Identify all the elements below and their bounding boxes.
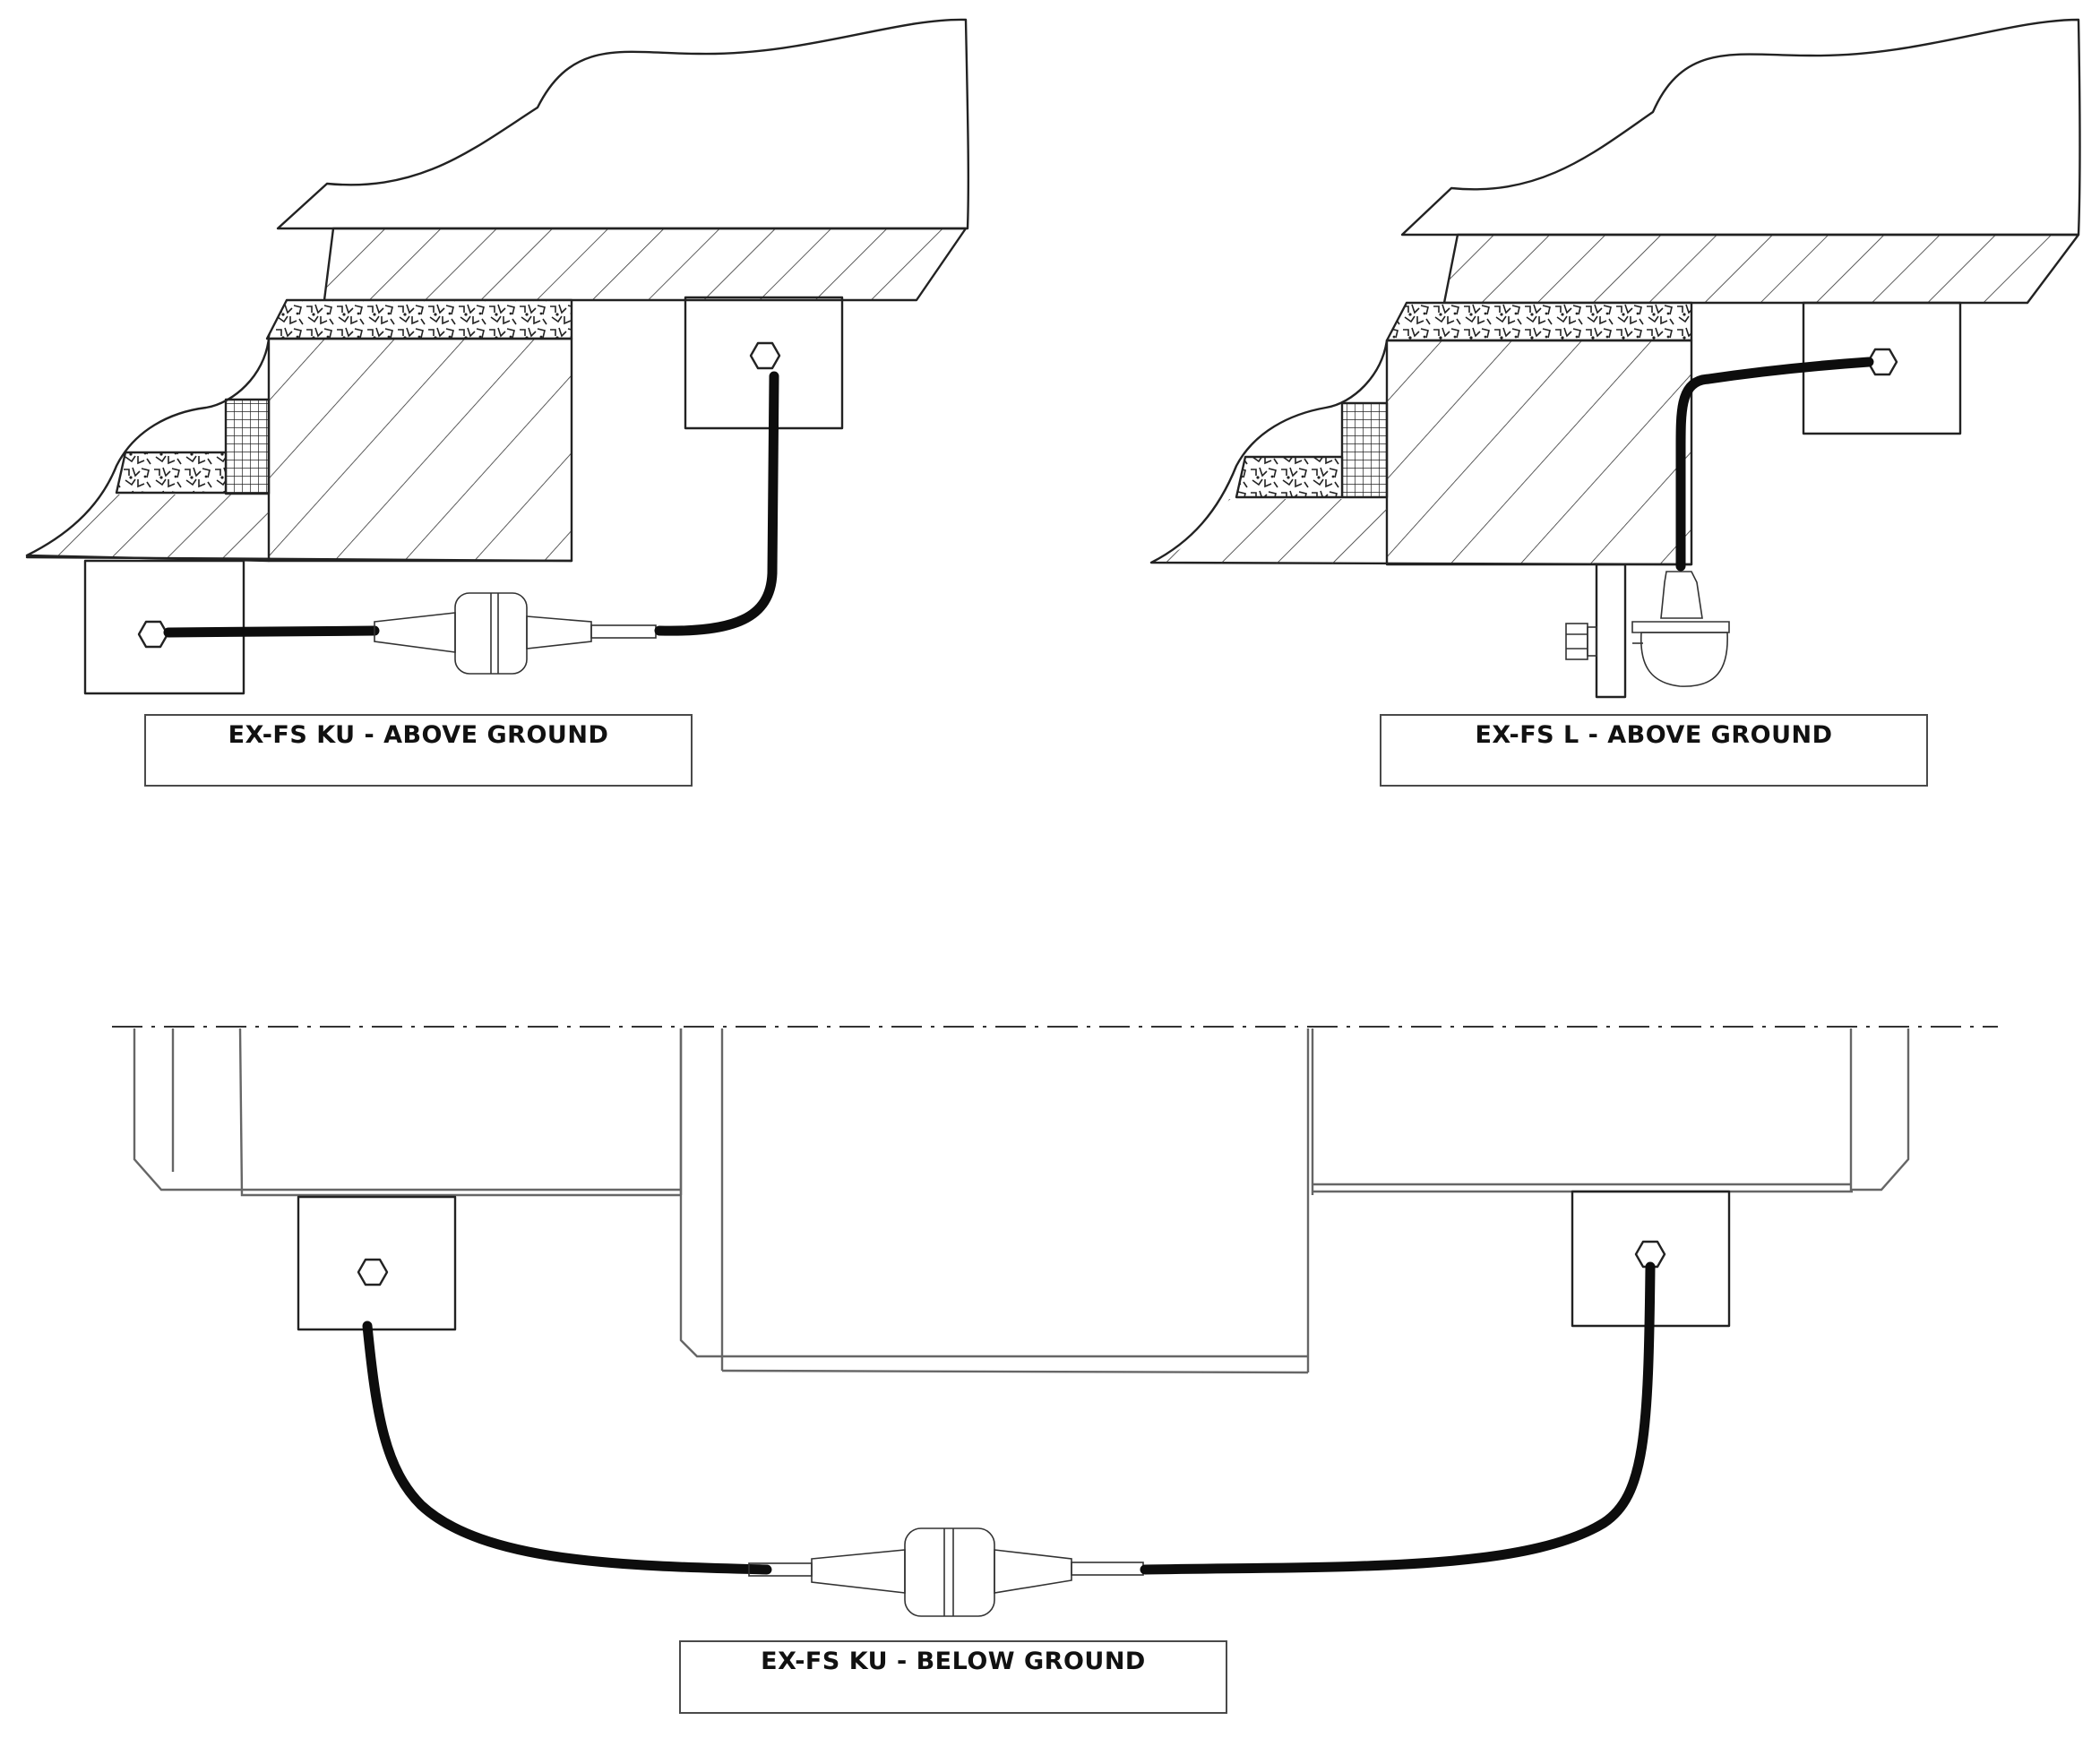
caption-ku-above: EX-FS KU - ABOVE GROUND [144, 714, 693, 787]
bolt-head-left [137, 620, 169, 649]
caption-l-above-text: EX-FS L - ABOVE GROUND [1475, 721, 1833, 749]
panel-l-above [1149, 18, 2081, 699]
spark-gap-below [748, 1527, 1144, 1617]
flange-outline [276, 18, 970, 230]
insulation-grid [226, 400, 269, 494]
lug-plate-right [684, 296, 844, 430]
bonding-cable [163, 625, 380, 638]
caption-ku-below-text: EX-FS KU - BELOW GROUND [761, 1648, 1146, 1675]
spark-gap-l [1631, 571, 1730, 687]
bolt-head-right [749, 341, 781, 370]
gasket-strip [267, 300, 572, 339]
flange-block [269, 339, 572, 561]
panel-ku-above [25, 18, 970, 695]
panel-ku-below [112, 1026, 1998, 1617]
caption-ku-below: EX-FS KU - BELOW GROUND [679, 1640, 1227, 1714]
caption-l-above: EX-FS L - ABOVE GROUND [1380, 714, 1928, 787]
flange-hatched-band [324, 228, 966, 300]
spark-gap-unit [374, 592, 657, 675]
caption-ku-above-text: EX-FS KU - ABOVE GROUND [228, 721, 609, 749]
